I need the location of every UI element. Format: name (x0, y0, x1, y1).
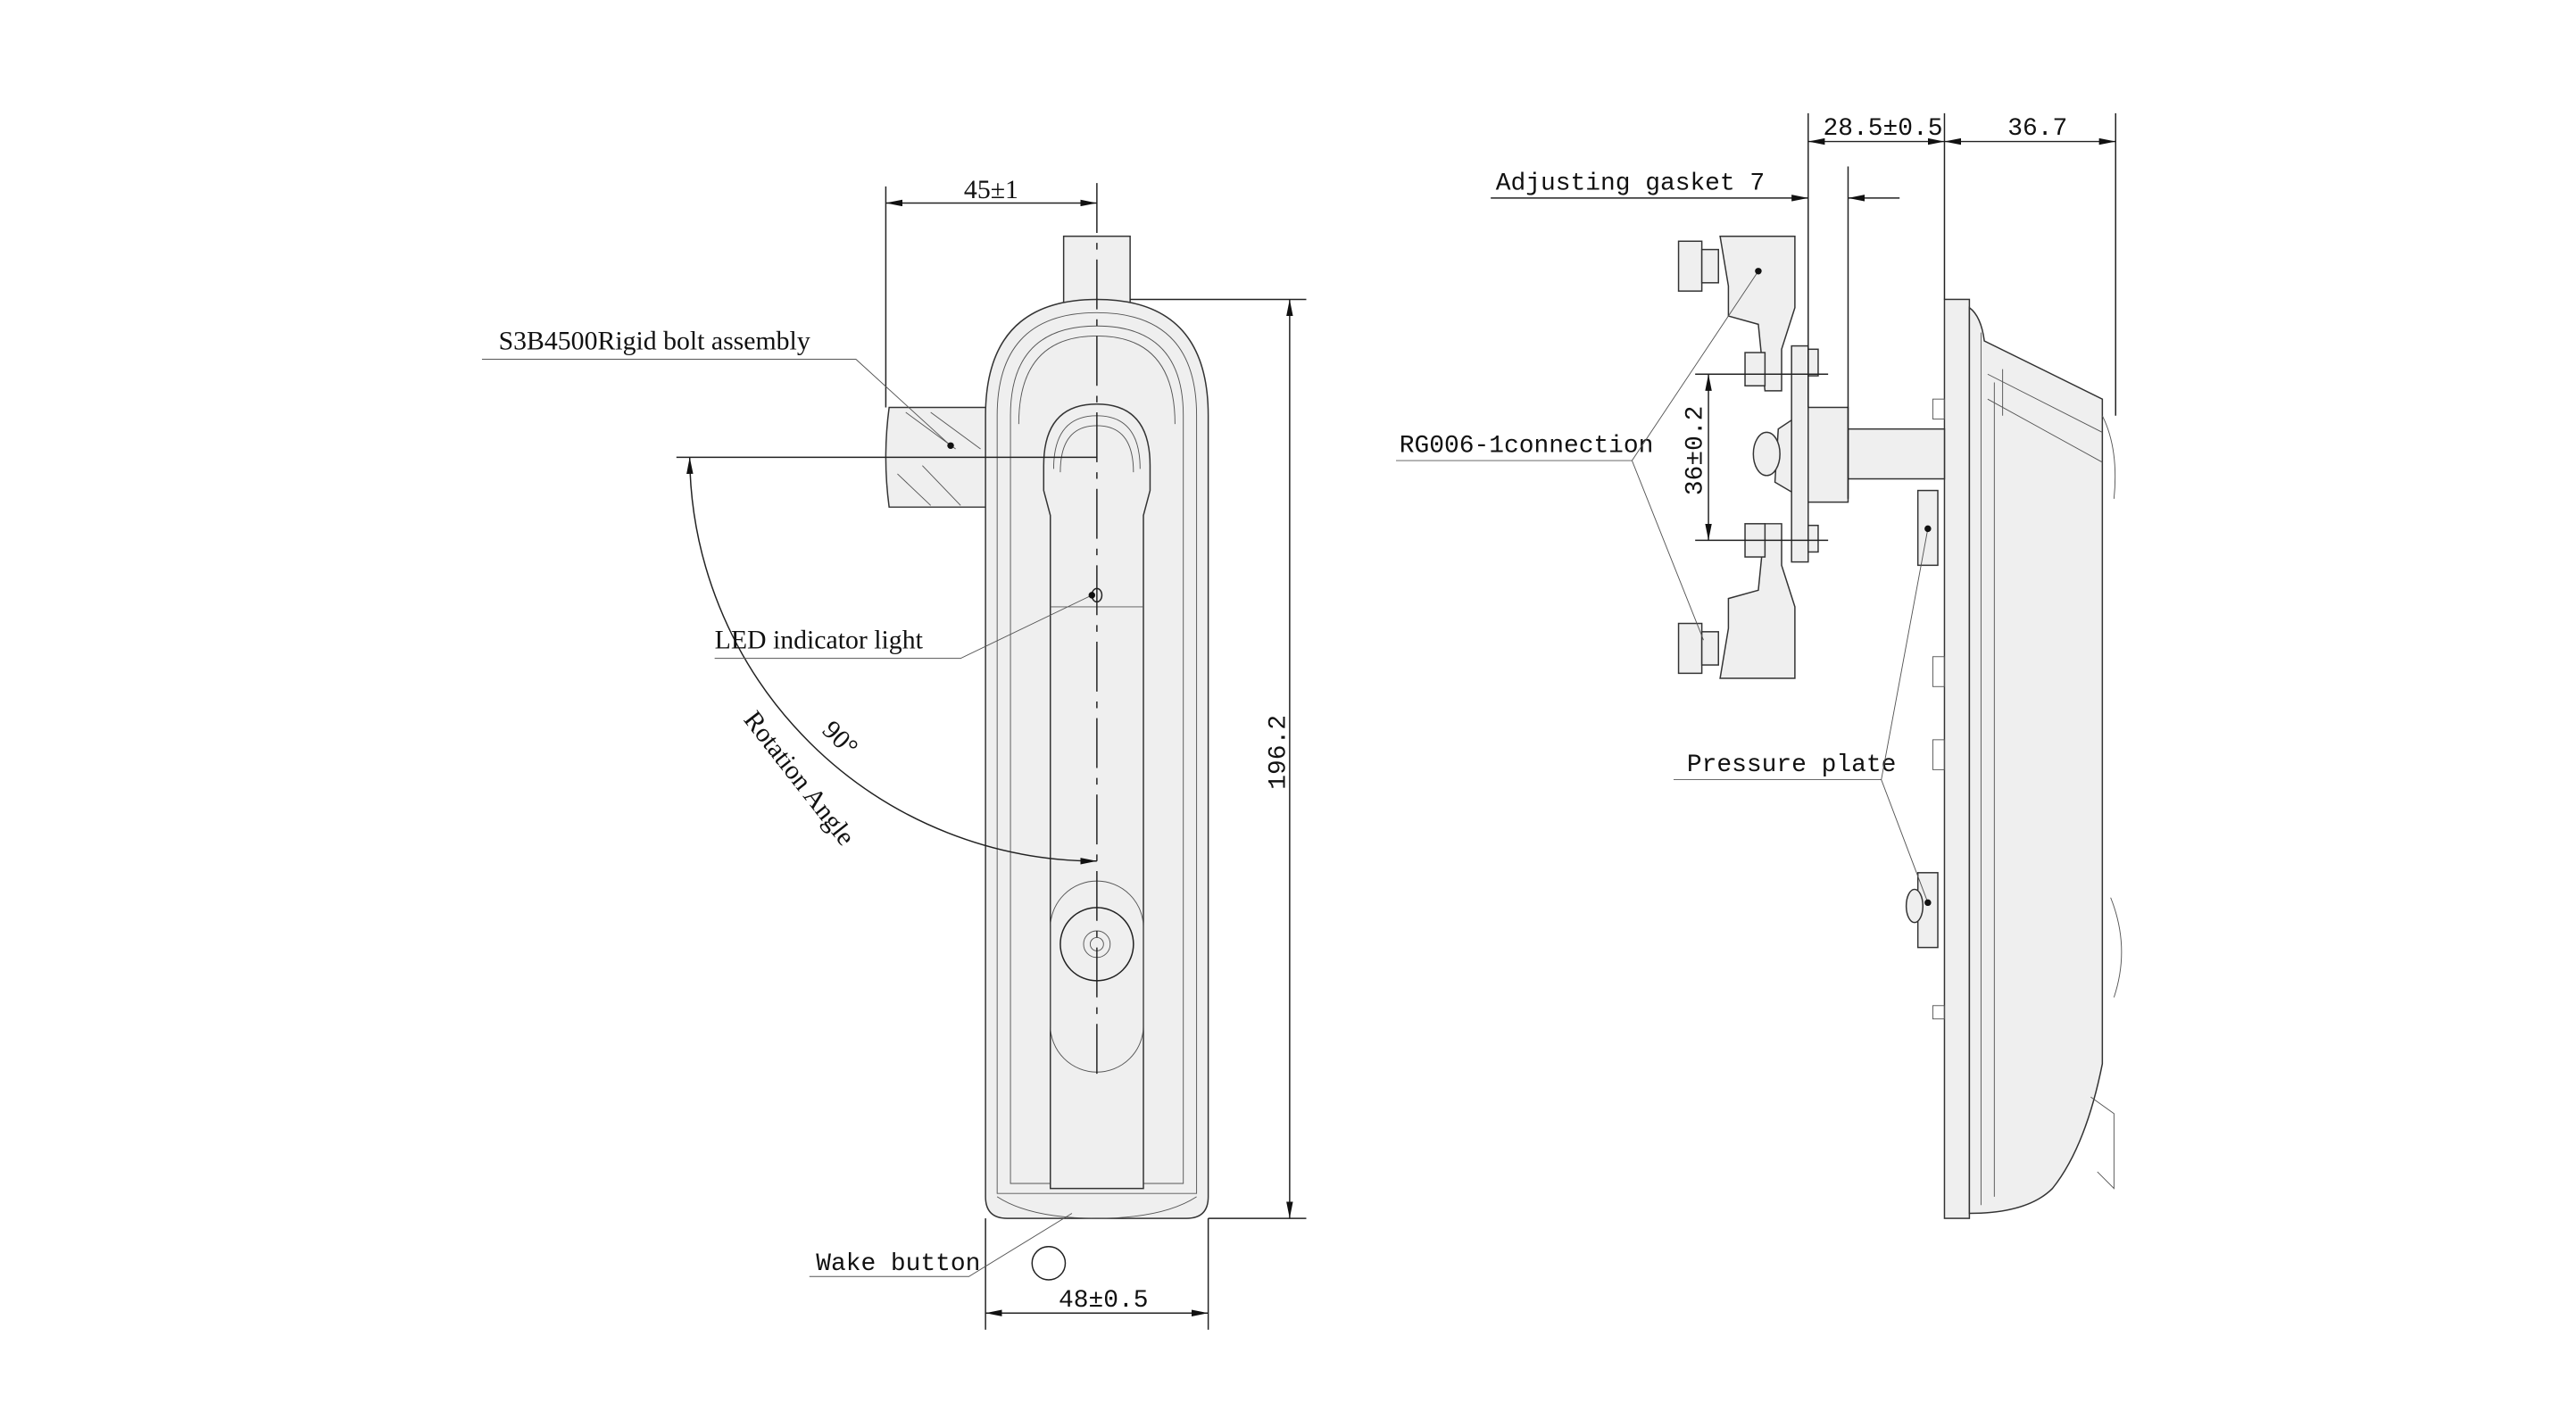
lock-body-side (1968, 306, 2104, 1215)
front-view: 45±1 196.2 48±0.5 90° Rotation Angle S3B… (481, 175, 1307, 1330)
dim-depth-a: 28.5±0.5 (1824, 115, 1943, 143)
label-led-indicator: LED indicator light (715, 625, 924, 654)
label-pressure-plate: Pressure plate (1687, 751, 1896, 779)
label-connection: RG006-1connection (1400, 433, 1654, 461)
lower-bracket (1719, 523, 1796, 679)
dim-width-top: 45±1 (964, 175, 1018, 204)
connector-flange (1802, 406, 1849, 503)
wake-button-icon (1031, 1246, 1067, 1281)
label-wake-button: Wake button (816, 1250, 980, 1278)
dim-pitch: 36±0.2 (1683, 406, 1710, 495)
connector-shaft (1847, 428, 1946, 480)
dim-height: 196.2 (1265, 715, 1292, 790)
rotation-arc (686, 457, 1097, 865)
side-view: 28.5±0.5 36.7 Adjusting gasket 7 36±0.2 … (1396, 112, 2123, 1219)
label-adjusting-gasket: Adjusting gasket 7 (1496, 170, 1765, 198)
dim-width-bottom: 48±0.5 (1059, 1287, 1148, 1315)
label-bolt-assembly: S3B4500Rigid bolt assembly (499, 326, 810, 355)
upper-bracket (1719, 235, 1796, 392)
dim-depth-b: 36.7 (2007, 115, 2067, 143)
mounting-plate (1943, 298, 1971, 1219)
